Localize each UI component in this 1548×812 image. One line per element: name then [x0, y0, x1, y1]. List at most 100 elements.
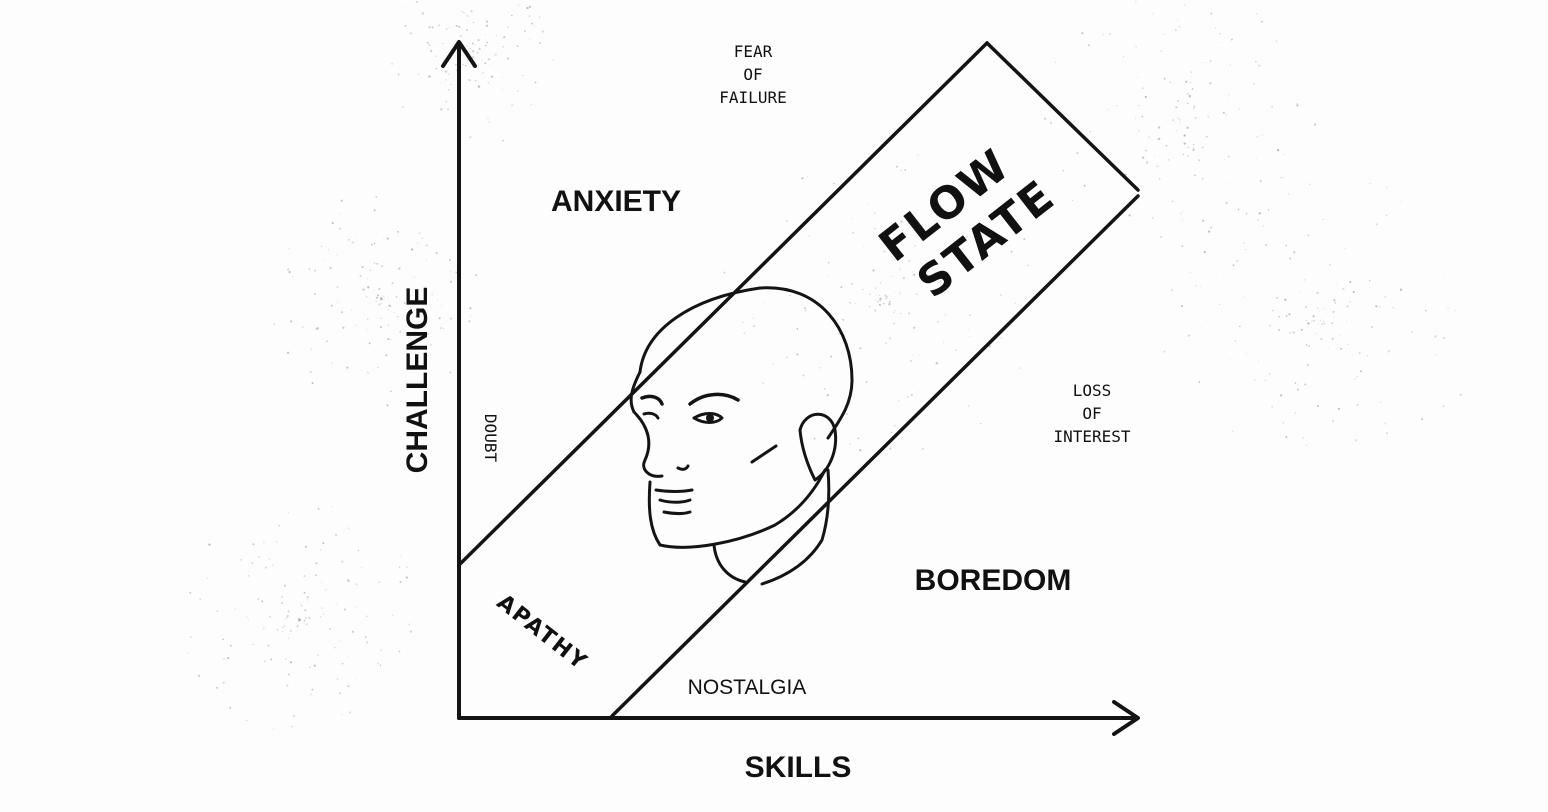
- speckle: [187, 652, 189, 654]
- speckle: [431, 26, 434, 29]
- speckle: [889, 337, 892, 340]
- speckle: [1392, 307, 1394, 309]
- speckle: [301, 325, 304, 328]
- speckle: [868, 305, 871, 308]
- speckle: [906, 395, 909, 398]
- speckle: [1279, 394, 1283, 397]
- speckle: [528, 15, 531, 17]
- speckle: [448, 259, 451, 261]
- speckle: [1296, 104, 1299, 107]
- speckle: [891, 275, 893, 277]
- speckle: [1349, 301, 1351, 303]
- speckle: [944, 314, 946, 316]
- speckle: [357, 549, 360, 552]
- speckle: [445, 100, 448, 103]
- speckle: [367, 278, 369, 280]
- speckle: [308, 616, 311, 620]
- speckle: [248, 620, 250, 622]
- speckle: [448, 26, 450, 28]
- speckle: [1359, 370, 1362, 373]
- speckle: [418, 232, 421, 235]
- speckle: [503, 36, 506, 39]
- speckle: [189, 591, 192, 594]
- speckle: [229, 706, 232, 709]
- speckle: [405, 566, 408, 569]
- speckle: [435, 252, 438, 254]
- speckle: [762, 382, 764, 384]
- speckle: [867, 203, 869, 205]
- speckle: [1255, 60, 1257, 63]
- speckle: [1081, 32, 1084, 35]
- speckle: [979, 422, 982, 425]
- speckle: [197, 674, 201, 677]
- speckle: [1201, 146, 1204, 149]
- speckle: [789, 294, 791, 296]
- speckle: [311, 688, 314, 691]
- speckle: [1160, 236, 1162, 238]
- speckle: [438, 24, 440, 27]
- speckle: [428, 75, 431, 78]
- speckle: [436, 299, 438, 301]
- speckle: [1275, 40, 1278, 42]
- speckle: [1356, 375, 1358, 378]
- speckle: [802, 374, 805, 377]
- speckle: [252, 643, 255, 646]
- speckle: [377, 366, 379, 369]
- speckle: [246, 616, 248, 618]
- speckle: [369, 269, 372, 272]
- speckle: [1276, 296, 1278, 299]
- speckle: [884, 294, 887, 297]
- speckle: [1158, 177, 1161, 180]
- speckle: [403, 300, 405, 302]
- speckle: [246, 719, 248, 722]
- speckle: [1200, 285, 1202, 287]
- speckle: [291, 725, 293, 728]
- speckle: [306, 596, 309, 599]
- speckle: [899, 292, 901, 295]
- speckle: [428, 26, 431, 29]
- speckle: [328, 627, 331, 630]
- speckle: [470, 10, 473, 13]
- speckle: [1158, 137, 1161, 140]
- speckle: [1193, 107, 1195, 109]
- speckle: [387, 337, 390, 341]
- speckle: [876, 294, 878, 296]
- speckle: [1312, 315, 1315, 318]
- speckle: [861, 451, 863, 453]
- speckle: [470, 315, 472, 317]
- speckle: [763, 302, 765, 304]
- speckle: [885, 297, 887, 300]
- speckle: [893, 311, 895, 313]
- speckle: [842, 318, 845, 321]
- speckle: [331, 362, 334, 365]
- speckle: [380, 302, 382, 304]
- speckle: [450, 84, 452, 86]
- speckle: [913, 217, 916, 220]
- speckle: [413, 276, 415, 278]
- speckle: [223, 658, 225, 660]
- speckle: [474, 79, 477, 82]
- speckle: [319, 616, 322, 618]
- speckle: [1192, 148, 1195, 151]
- nostalgia-label: NOSTALGIA: [688, 676, 807, 699]
- speckle: [288, 270, 291, 274]
- speckle: [1459, 393, 1462, 396]
- speckle: [475, 274, 478, 277]
- speckle: [1304, 279, 1306, 281]
- speckle: [1246, 352, 1248, 354]
- speckle: [351, 630, 355, 633]
- speckle: [471, 42, 474, 45]
- speckle: [1203, 251, 1206, 254]
- speckle: [408, 316, 410, 319]
- speckle: [425, 258, 427, 261]
- speckle: [507, 57, 509, 60]
- speckle: [1336, 283, 1338, 285]
- speckle: [1210, 16, 1212, 18]
- speckle: [935, 294, 937, 296]
- channel-top-cap: [985, 41, 1140, 192]
- speckle: [930, 195, 933, 197]
- speckle: [1186, 92, 1189, 95]
- speckle: [418, 73, 420, 75]
- speckle: [375, 196, 378, 198]
- speckle: [1352, 290, 1355, 294]
